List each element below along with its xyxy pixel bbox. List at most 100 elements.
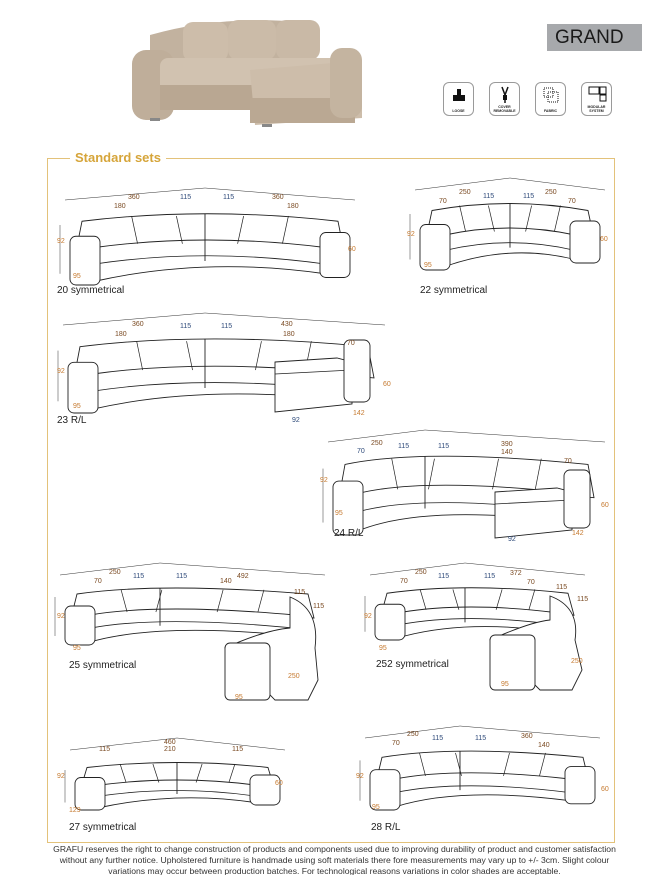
sofa-diagram-28-r-l [359,725,601,811]
dimension-label: 92 [356,773,364,780]
dimension-label: 140 [220,578,232,585]
section-title: Standard sets [70,150,166,165]
cushion-divider [228,763,236,783]
cushion-divider [554,205,561,232]
dimension-label: 60 [600,236,608,243]
set-name-label: 22 symmetrical [420,285,488,296]
dimension-label: 180 [114,203,126,210]
cushion-divider [120,589,128,613]
cushion-divider [428,458,435,490]
left-armrest [64,605,96,646]
right-armrest [569,220,601,264]
chaise-edge [494,499,573,505]
cushion-divider [528,589,536,610]
dimension-label: 92 [508,536,516,543]
left-armrest [332,480,364,536]
dimension-label: 129 [69,807,81,814]
feature-cover-removable: COVER REMOVABLE [489,82,520,116]
dimension-label: 115 [176,573,188,580]
extension-armrest [489,634,536,691]
dimension-line [364,725,601,739]
modular-system-icon [588,86,607,102]
standard-sets-frame [47,158,615,843]
set-name-label: 252 symmetrical [376,659,449,670]
fabric-icon [543,87,559,103]
cushion-divider [534,458,542,490]
dimension-label: 115 [483,193,495,200]
dimension-label: 142 [353,410,365,417]
cushion-divider [255,341,262,371]
dimension-label: 60 [275,780,283,787]
dimension-label: 70 [400,578,408,585]
left-armrest [419,224,451,271]
cushion-divider [503,752,510,776]
feature-loose: LOOSE [443,82,474,116]
chaise-longue [274,357,353,413]
dimension-label: 250 [415,569,427,576]
dimension-label: 115 [133,573,145,580]
dimension-label: 115 [577,596,589,603]
dimension-label: 360 [272,194,284,201]
dimension-label: 92 [57,368,65,375]
dimension-label: 250 [109,569,121,576]
dimension-label: 115 [432,735,444,742]
right-armrest [343,339,371,403]
dimension-label: 70 [347,340,355,347]
dimension-label: 95 [73,273,81,280]
dimension-label: 115 [313,603,325,610]
dimension-label: 60 [601,786,609,793]
dimension-label: 360 [521,733,533,740]
left-armrest [74,777,106,811]
cushion-divider [136,341,143,371]
left-armrest [69,235,101,286]
dimension-label: 115 [438,573,450,580]
dimension-label: 60 [601,502,609,509]
dimension-line [369,562,586,576]
seat-edge [399,618,556,625]
dimension-label: 250 [288,673,300,680]
dimension-label: 250 [545,189,557,196]
dimension-line [327,429,606,443]
sofa-photo [132,20,362,127]
dimension-label: 70 [94,578,102,585]
sofa-diagram-27-symmetrical [64,737,286,811]
dimension-label: 115 [232,746,244,753]
left-armrest [369,769,401,811]
feature-label: LOOSE [452,109,465,113]
loose-cushion-icon [453,89,465,101]
sofa-diagram-20-symmetrical [59,187,356,286]
dimension-line [59,562,326,576]
right-armrest [249,774,281,806]
cushion-divider [459,205,466,232]
cushion-divider [539,752,546,776]
set-name-label: 27 symmetrical [69,822,137,833]
sofa-diagram-24-r-l [322,429,606,539]
dimension-label: 115 [556,584,568,591]
dimension-label: 70 [527,579,535,586]
dimension-label: 115 [475,735,487,742]
chaise-longue [494,487,573,539]
cushion-divider [119,763,127,783]
dimension-line [62,312,386,326]
cushion-divider [152,763,160,783]
dimension-label: 115 [180,323,192,330]
dimension-label: 115 [223,194,235,201]
dimension-label: 140 [501,449,513,456]
dimension-label: 92 [57,613,65,620]
cushion-divider [155,589,163,613]
cushion-divider [257,589,265,613]
dimension-label: 115 [294,589,306,596]
dimension-label: 95 [379,645,387,652]
dimension-label: 60 [383,381,391,388]
extension-armrest [224,642,271,701]
cushion-divider [216,589,224,613]
dimension-label: 92 [407,231,415,238]
dimension-label: 115 [180,194,192,201]
dimension-line [69,737,286,751]
dimension-label: 95 [73,403,81,410]
cushion-divider [391,458,399,490]
left-armrest [67,361,99,414]
dimension-label: 95 [424,262,432,269]
dimension-label: 360 [128,194,140,201]
dimension-label: 70 [392,740,400,747]
